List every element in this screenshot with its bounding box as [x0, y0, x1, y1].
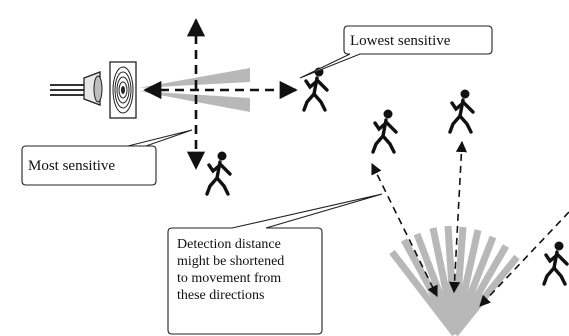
callout-detection-note: Detection distance might be shortened to… — [167, 193, 383, 335]
sensor-leads — [50, 84, 86, 96]
callout-lowest-sensitive: Lowest sensitive — [299, 25, 493, 79]
movement-arrows-cross — [143, 18, 298, 170]
approach-arrows — [371, 140, 569, 307]
note-line-3: to movement from — [177, 271, 281, 286]
most-sensitive-label: Most sensitive — [28, 158, 115, 174]
walking-person-icon — [371, 109, 398, 154]
note-line-2: might be shortened — [177, 254, 284, 269]
walking-person-icon — [448, 89, 475, 134]
walking-person-icon — [205, 151, 232, 196]
note-line-1: Detection distance — [177, 237, 281, 252]
lowest-sensitive-label: Lowest sensitive — [350, 33, 451, 49]
callout-most-sensitive: Most sensitive — [21, 129, 193, 186]
pir-sensor-side-view — [50, 61, 137, 119]
note-line-4: these directions — [177, 288, 264, 303]
fresnel-lens — [109, 61, 137, 119]
walking-person-icon — [302, 67, 329, 112]
walking-person-icon — [542, 241, 569, 286]
